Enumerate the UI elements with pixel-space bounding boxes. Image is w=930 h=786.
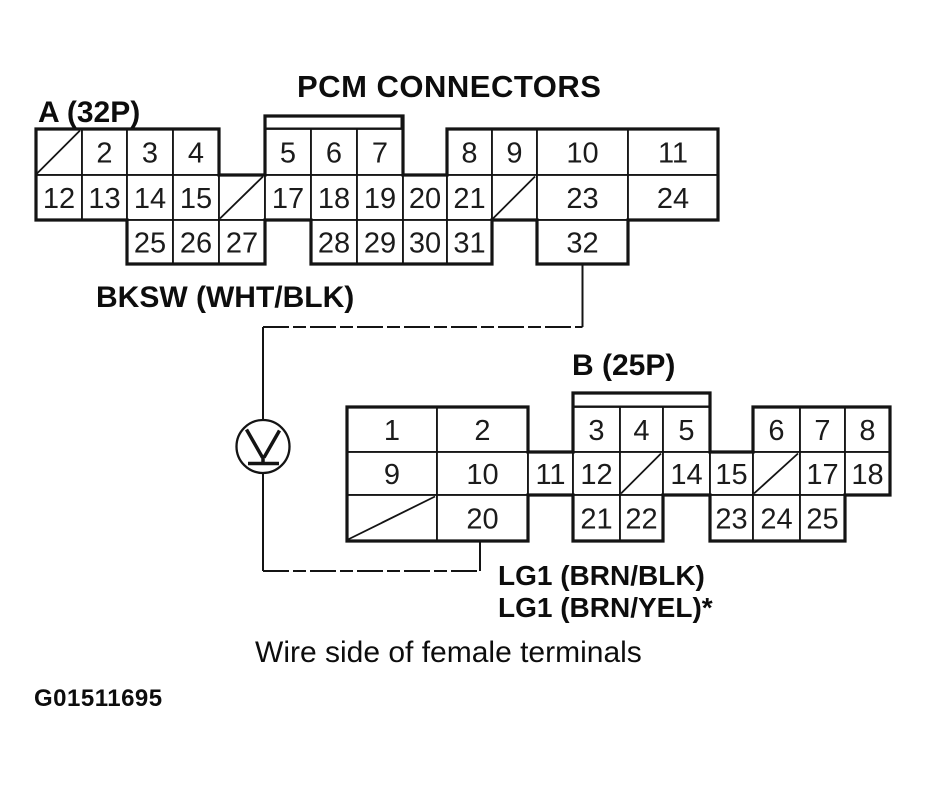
- pin-number: 24: [760, 504, 792, 536]
- pin-number: 21: [453, 183, 485, 215]
- pin-number: 23: [566, 183, 598, 215]
- pin-number: 9: [506, 138, 522, 170]
- pin-number: 5: [280, 138, 296, 170]
- probe-v-glyph: [244, 428, 282, 463]
- pin-number: 18: [851, 459, 883, 491]
- pin-cell: [627, 128, 719, 176]
- pin-number: 8: [461, 138, 477, 170]
- pin-cell: [81, 174, 128, 221]
- wire-label-lg1-brn-blk: LG1 (BRN/BLK): [498, 560, 705, 591]
- pin-cell: [446, 219, 493, 265]
- pin-number: 25: [806, 504, 838, 536]
- pin-cell: [844, 451, 891, 496]
- pin-cell: [752, 494, 801, 542]
- pin-cell: [356, 128, 404, 176]
- pin-cell: [264, 174, 312, 221]
- blank-pin-slash: [347, 495, 436, 541]
- pin-cell: [572, 406, 621, 453]
- pin-number: 12: [43, 183, 75, 215]
- pin-number: 24: [657, 183, 689, 215]
- pin-number: 30: [409, 228, 441, 260]
- pin-number: 11: [535, 459, 565, 491]
- pin-number: 27: [226, 228, 258, 260]
- pin-number: 6: [326, 138, 342, 170]
- blank-pin-slash: [36, 129, 81, 175]
- blank-pin-slash: [753, 452, 799, 495]
- pin-number: 3: [588, 415, 604, 447]
- wire-label-lg1-brn-yel: LG1 (BRN/YEL)*: [498, 592, 713, 623]
- pin-number: 1: [384, 415, 400, 447]
- pin-cell: [356, 174, 404, 221]
- pin-number: 26: [180, 228, 212, 260]
- pin-cell: [536, 174, 629, 221]
- pin-number: 17: [272, 183, 304, 215]
- connector-key-tab: [263, 114, 404, 131]
- pin-number: 7: [372, 138, 388, 170]
- pin-number: 28: [318, 228, 350, 260]
- pin-number: 12: [580, 459, 612, 491]
- blank-pin-slash: [219, 175, 264, 220]
- pin-number: 21: [580, 504, 612, 536]
- figure-id: G01511695: [34, 685, 163, 712]
- pin-cell: [799, 494, 846, 542]
- pin-number: 18: [318, 183, 350, 215]
- pin-number: 15: [180, 183, 212, 215]
- pin-number: 20: [466, 504, 498, 536]
- pin-number: 5: [678, 415, 694, 447]
- connector-key-tab: [571, 391, 712, 409]
- pin-number: 17: [806, 459, 838, 491]
- pin-number: 11: [658, 138, 688, 170]
- pin-number: 23: [715, 504, 747, 536]
- pin-number: 4: [633, 415, 649, 447]
- wire-label-bksw: BKSW (WHT/BLK): [96, 281, 355, 314]
- pin-number: 2: [96, 138, 112, 170]
- connector-outline: [34, 114, 720, 266]
- blank-pin-slash: [492, 175, 536, 220]
- connector-a-label: A (32P): [38, 96, 141, 129]
- connector-outline: [345, 391, 892, 543]
- pin-cell: [218, 219, 266, 265]
- pin-number: 32: [566, 228, 598, 260]
- pin-number: 25: [134, 228, 166, 260]
- pin-cell: [346, 451, 438, 496]
- pin-number: 10: [566, 138, 598, 170]
- pin-cell: [844, 406, 891, 453]
- diagram-caption: Wire side of female terminals: [255, 636, 642, 669]
- blank-pin-slash: [620, 452, 662, 495]
- pin-cell: [491, 128, 538, 176]
- pin-number: 20: [409, 183, 441, 215]
- pin-cell: [172, 174, 220, 221]
- pin-cell: [436, 406, 529, 453]
- pin-number: 8: [859, 415, 875, 447]
- pin-number: 29: [364, 228, 396, 260]
- pin-cell: [446, 128, 493, 176]
- pin-number: 19: [364, 183, 396, 215]
- connector-b-label: B (25P): [572, 349, 676, 382]
- pin-cell: [619, 406, 664, 453]
- pin-number: 6: [768, 415, 784, 447]
- pin-number: 10: [466, 459, 498, 491]
- pin-number: 4: [188, 138, 204, 170]
- pin-cell: [752, 406, 801, 453]
- pin-number: 14: [134, 183, 166, 215]
- pin-number: 31: [453, 228, 485, 260]
- pin-number: 3: [142, 138, 158, 170]
- pin-number: 2: [474, 415, 490, 447]
- pin-number: 13: [88, 183, 120, 215]
- page-title: PCM CONNECTORS: [297, 69, 602, 104]
- pin-number: 9: [384, 459, 400, 491]
- pin-number: 15: [715, 459, 747, 491]
- pin-number: 7: [814, 415, 830, 447]
- pin-number: 22: [625, 504, 657, 536]
- pin-number: 14: [670, 459, 702, 491]
